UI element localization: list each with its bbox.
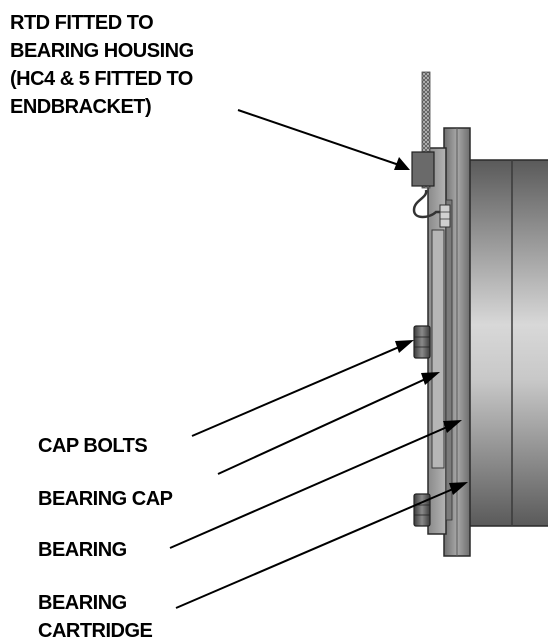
cap-bolts-arrowhead: [395, 340, 414, 353]
rtd-arrowhead: [394, 157, 410, 170]
cap-bolt-lower: [413, 493, 431, 527]
rtd-sensor: [411, 71, 451, 228]
rtd-cable: [421, 71, 431, 189]
bearing-arrowhead: [443, 420, 462, 433]
leader-lines: [169, 109, 468, 609]
bearing-cartridge-label: BEARING CARTRIDGE: [38, 592, 153, 642]
bearing-cap-leader: [217, 375, 433, 475]
bearing-cap-arrowhead: [421, 372, 440, 385]
cap-bolt-upper: [413, 325, 431, 359]
rtd-label-line-3: (HC4 & 5 FITTED TO: [10, 68, 193, 90]
rtd-label: RTD FITTED TO BEARING HOUSING (HC4 & 5 F…: [10, 12, 199, 118]
rtd-label-line-2: BEARING HOUSING: [10, 40, 194, 62]
bearing-label: BEARING: [38, 539, 127, 561]
bearing-cartridge-arrowhead: [449, 482, 468, 495]
bearing-cap: [427, 147, 447, 535]
bearing-cap-label: BEARING CAP: [38, 488, 173, 510]
bearing-cartridge-label-line-1: BEARING: [38, 592, 127, 614]
rtd-label-line-4: ENDBRACKET): [10, 96, 151, 118]
cap-bolts-leader: [191, 343, 407, 437]
cap-bolts-label: CAP BOLTS: [38, 435, 147, 457]
rtd-label-line-1: RTD FITTED TO: [10, 12, 153, 34]
bearing: [445, 199, 453, 521]
bearing-cartridge-leader: [175, 485, 461, 609]
bearing-leader: [169, 423, 455, 549]
shaft-body: [467, 159, 548, 527]
rtd-leader: [237, 109, 403, 167]
bearing-cartridge-label-line-2: CARTRIDGE: [38, 620, 153, 642]
